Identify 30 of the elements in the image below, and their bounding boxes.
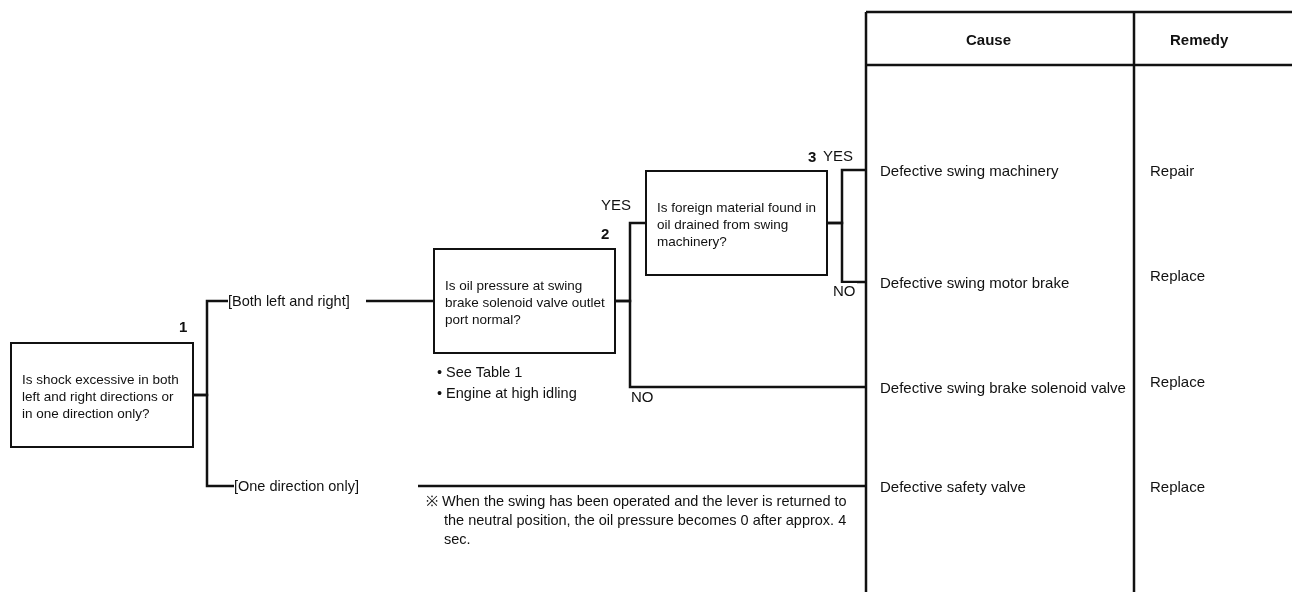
step-number: 3 (808, 148, 817, 166)
decision-box: Is shock excessive in both left and right directions or in one direction only? (10, 342, 194, 448)
cause-cell: Defective swing brake solenoid valve (866, 337, 1134, 437)
remedy-text: Replace (1150, 477, 1206, 496)
step-number: 1 (179, 318, 188, 336)
column-header: Remedy (1170, 30, 1229, 49)
branch-condition: [One direction only] (234, 477, 418, 495)
note-text: • See Table 1 (437, 363, 523, 381)
connector-line (366, 299, 433, 303)
connector-line (194, 393, 234, 488)
note-text: ※ When the swing has been operated and the lever is returned to the neutral position, the oil pressure becomes 0 after approx. 4 sec. (426, 492, 848, 549)
decision-box: Is foreign material found in oil drained from swing machinery? (645, 170, 828, 276)
connector-line (616, 299, 866, 389)
connector-line (828, 221, 866, 284)
step-number: 2 (601, 225, 610, 243)
cause-cell: Defective safety valve (866, 436, 1134, 536)
edge-label: NO (832, 283, 857, 299)
column-header: Cause (966, 30, 1012, 49)
edge-label: YES (822, 148, 854, 164)
decision-box: Is oil pressure at swing brake solenoid valve outlet port normal? (433, 248, 616, 354)
cause-cell: Defective swing motor brake (866, 232, 1134, 332)
remedy-text: Replace (1150, 266, 1206, 285)
note-text: • Engine at high idling (437, 384, 578, 402)
remedy-text: Replace (1150, 372, 1206, 391)
remedy-text: Repair (1150, 161, 1195, 180)
cause-cell: Defective swing machinery (866, 120, 1134, 220)
connector-line (418, 484, 866, 488)
edge-label: YES (600, 197, 632, 213)
edge-label: NO (630, 389, 655, 405)
branch-condition: [Both left and right] (228, 292, 366, 310)
